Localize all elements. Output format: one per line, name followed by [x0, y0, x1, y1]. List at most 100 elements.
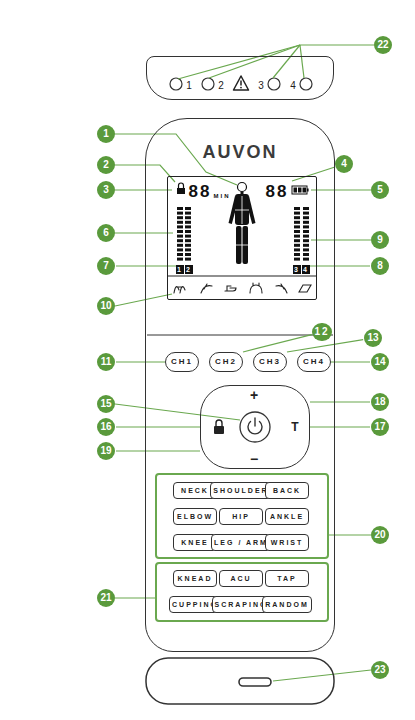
callout-number: 15: [100, 399, 111, 409]
callout-number: 3: [103, 185, 109, 195]
leader-lines: [115, 45, 374, 681]
level-segment: [185, 253, 191, 256]
body-figure-torso: [235, 194, 249, 225]
level-segment: [294, 239, 300, 242]
channel-number: 4: [303, 266, 309, 273]
callout-number: 2: [103, 160, 109, 170]
button-label: NECK: [181, 487, 209, 494]
level-segment: [185, 216, 191, 219]
leader-line: [115, 404, 240, 420]
leader-line: [116, 426, 200, 427]
level-segment: [303, 239, 309, 242]
control-symbol: −: [250, 452, 260, 466]
level-segment: [303, 225, 309, 228]
level-segment: [294, 258, 300, 261]
control-pad: +T−: [200, 385, 310, 469]
lock-icon: [179, 183, 184, 188]
muscle-divider: [236, 245, 248, 246]
button-label: SHOULDER: [213, 487, 268, 494]
leader-line: [273, 45, 300, 78]
button-label: BACK: [273, 487, 301, 494]
channel-indicator: 4: [302, 265, 310, 274]
callout-number: 23: [374, 665, 385, 675]
leader-line: [115, 232, 173, 233]
button-label: ELBOW: [177, 513, 213, 520]
mode-icon: [250, 283, 262, 293]
callout-number: 19: [100, 446, 111, 456]
callout-number: 2: [97, 156, 115, 174]
mode-icon: [299, 285, 311, 292]
level-segment: [177, 221, 183, 224]
level-segment: [185, 212, 191, 215]
button-label: CH3: [259, 358, 281, 366]
body-figure-head: [238, 183, 247, 192]
level-segment: [177, 235, 183, 238]
leader-line: [310, 426, 370, 427]
level-segment: [294, 216, 300, 219]
body-part-button: ELBOW: [173, 508, 217, 525]
level-segment: [185, 225, 191, 228]
level-segment: [177, 258, 183, 261]
warning-symbol: [240, 87, 242, 89]
callout-number: 16: [97, 418, 115, 436]
leader-line: [311, 239, 371, 240]
callout-number: 5: [371, 181, 389, 199]
leader-line: [300, 44, 374, 45]
lock-icon: [177, 188, 185, 194]
device-housing: AUVON88MIN881234CH1CH2CH3CH4+T−NECKSHOUL…: [145, 118, 335, 652]
button-label: WRIST: [271, 539, 304, 546]
callout-number: 8: [371, 257, 389, 275]
leader-line: [116, 361, 165, 362]
callout-number: 18: [374, 397, 385, 407]
channel-number: 1: [186, 81, 192, 91]
level-segment: [185, 230, 191, 233]
callout-number: 1: [97, 125, 115, 143]
leader-line: [115, 189, 172, 190]
callout-number: 12: [314, 327, 329, 337]
callout-number: 16: [100, 422, 111, 432]
level-segment: [303, 230, 309, 233]
level-segment: [185, 235, 191, 238]
channel-number: 1: [177, 266, 183, 273]
callout-number: 12: [312, 323, 331, 341]
button-label: ANKLE: [270, 513, 304, 520]
level-segment: [294, 225, 300, 228]
level-segment: [303, 258, 309, 261]
callout-number: 18: [371, 393, 389, 411]
button-label: ACU: [230, 575, 251, 582]
callout-number: 22: [377, 40, 388, 50]
leader-line: [311, 189, 371, 190]
electrode-socket: [170, 78, 182, 90]
callout-number: 9: [371, 231, 389, 249]
mode-icon: [276, 284, 287, 293]
level-segment: [177, 212, 183, 215]
mode-button: KNEAD: [173, 570, 217, 587]
body-part-button: SHOULDER: [210, 482, 271, 499]
lock-button-icon: [214, 426, 224, 434]
callout-number: 6: [97, 224, 115, 242]
channel-indicator: 3: [293, 265, 301, 274]
control-symbol: +: [250, 388, 260, 402]
top-view: 1234: [146, 56, 334, 100]
level-segment: [185, 248, 191, 251]
brand-logo: AUVON: [202, 143, 277, 161]
button-label: TAP: [277, 575, 296, 582]
level-segment: [294, 230, 300, 233]
callout-number: 9: [377, 235, 383, 245]
channel-number: 2: [186, 266, 192, 273]
muscle-divider: [235, 210, 249, 211]
electrode-socket: [300, 78, 312, 90]
leader-line: [115, 597, 155, 598]
callout-number: 13: [364, 329, 382, 347]
lcd-divider: [168, 275, 316, 276]
level-segment: [294, 244, 300, 247]
lcd-reading: 88: [266, 183, 289, 200]
leader-line: [300, 45, 304, 78]
button-label: KNEE: [181, 539, 208, 546]
level-segment: [185, 258, 191, 261]
lcd-reading: MIN: [214, 193, 231, 199]
button-label: CH1: [171, 358, 193, 366]
mode-button: ACU: [219, 570, 263, 587]
button-label: LEG / ARM: [214, 539, 268, 546]
leader-line: [116, 450, 200, 451]
